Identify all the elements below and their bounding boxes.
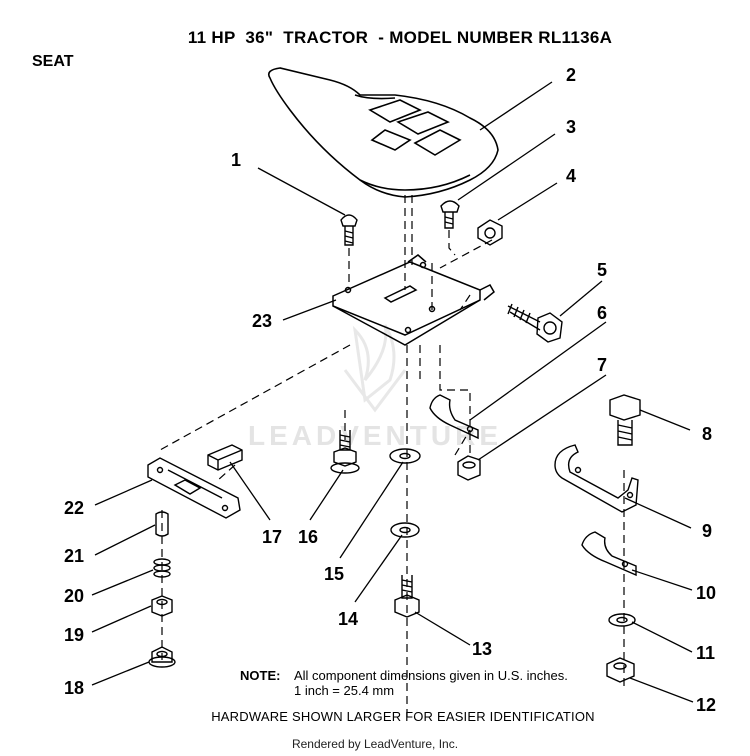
hardware-footnote: HARDWARE SHOWN LARGER FOR EASIER IDENTIF… [211, 709, 595, 724]
part-number-6: 6 [597, 303, 608, 323]
rendered-by-credit: Rendered by LeadVenture, Inc. [291, 737, 459, 751]
part-number-16: 16 [298, 527, 319, 547]
part-number-2: 2 [566, 65, 577, 85]
seat-bracket-part [332, 254, 495, 346]
slide-rail-part [147, 457, 241, 519]
part-number-15: 15 [324, 564, 345, 584]
part-number-21: 21 [64, 546, 85, 566]
section-label: SEAT [32, 53, 74, 70]
part-number-18: 18 [64, 678, 85, 698]
part-number-7: 7 [597, 355, 608, 375]
spring-part-20 [153, 558, 171, 578]
nut-part-4 [477, 219, 503, 246]
part-number-23: 23 [252, 311, 273, 331]
part-number-14: 14 [338, 609, 359, 629]
part-number-3: 3 [566, 117, 577, 137]
watermark-flame-icon [343, 324, 407, 413]
part-number-9: 9 [702, 521, 713, 541]
part-number-22: 22 [64, 498, 85, 518]
part-number-11: 11 [696, 643, 716, 663]
part-number-13: 13 [472, 639, 493, 659]
carriage-bolt-part [340, 214, 358, 246]
part-number-8: 8 [702, 424, 713, 444]
part-number-5: 5 [597, 260, 608, 280]
note-text-conversion: 1 inch = 25.4 mm [294, 683, 395, 698]
part-number-20: 20 [64, 586, 85, 606]
lock-nut-part-7 [457, 455, 481, 481]
part-number-10: 10 [696, 583, 717, 603]
assembly-guide-lines [159, 195, 625, 720]
part-number-19: 19 [64, 625, 85, 645]
watermark-logo: LEADVENTURE [247, 420, 502, 451]
diagram-title: 11 HP 36" TRACTOR - MODEL NUMBER RL1136A [187, 28, 613, 47]
part-number-4: 4 [566, 166, 577, 186]
part-number-17: 17 [262, 527, 283, 547]
block-part-17 [207, 444, 243, 471]
leader-lines [91, 81, 694, 703]
washer-part-11 [608, 613, 636, 627]
note-label: NOTE: [240, 668, 281, 683]
lock-washer-part-14 [390, 522, 420, 538]
flange-bolt-part-16 [330, 430, 360, 474]
lock-nut-part-12 [606, 657, 635, 683]
bracket-part-9 [554, 444, 639, 513]
clip-part-10 [581, 531, 637, 577]
part-number-1: 1 [231, 150, 242, 170]
hex-bolt-part-8 [609, 394, 641, 446]
clip-part-6 [429, 394, 479, 440]
pin-part-21 [155, 511, 169, 537]
part-number-12: 12 [696, 695, 717, 715]
bolt-part-3 [440, 200, 460, 229]
flange-nut-part-18 [148, 646, 176, 668]
seat-part [267, 67, 499, 198]
shoulder-bolt-part [507, 303, 563, 343]
washer-part-15 [389, 448, 421, 464]
nut-part-19 [151, 595, 173, 617]
hex-bolt-part-13 [394, 575, 420, 618]
note-text-dimensions: All component dimensions given in U.S. i… [294, 668, 568, 683]
